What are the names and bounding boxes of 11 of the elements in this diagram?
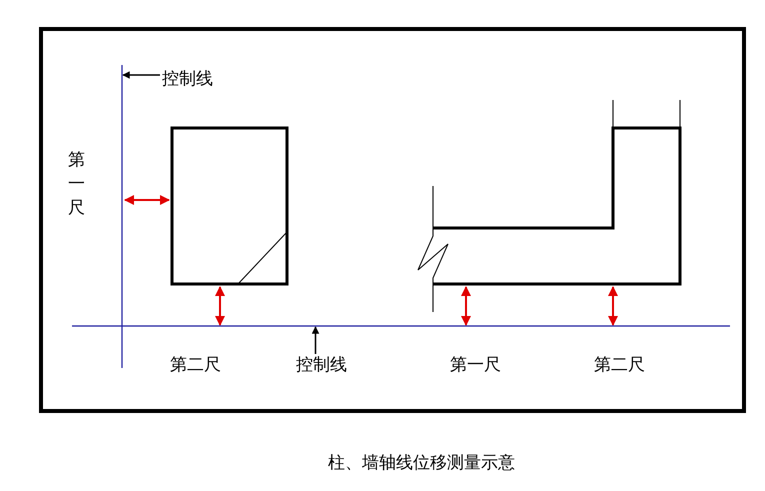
line-label: 控制线 (296, 354, 347, 376)
line-label: 控制线 (162, 68, 213, 90)
dimension-label: 第一尺 (68, 149, 86, 219)
control-line (121, 65, 123, 368)
leader-arrow (122, 71, 160, 79)
caption: 柱、墙轴线位移测量示意 (328, 452, 515, 474)
dimension-label: 第一尺 (450, 354, 501, 376)
control-line (72, 325, 730, 327)
dimension-label: 第二尺 (170, 354, 221, 376)
dimension-label: 第二尺 (594, 354, 645, 376)
leader-arrow (312, 326, 320, 354)
